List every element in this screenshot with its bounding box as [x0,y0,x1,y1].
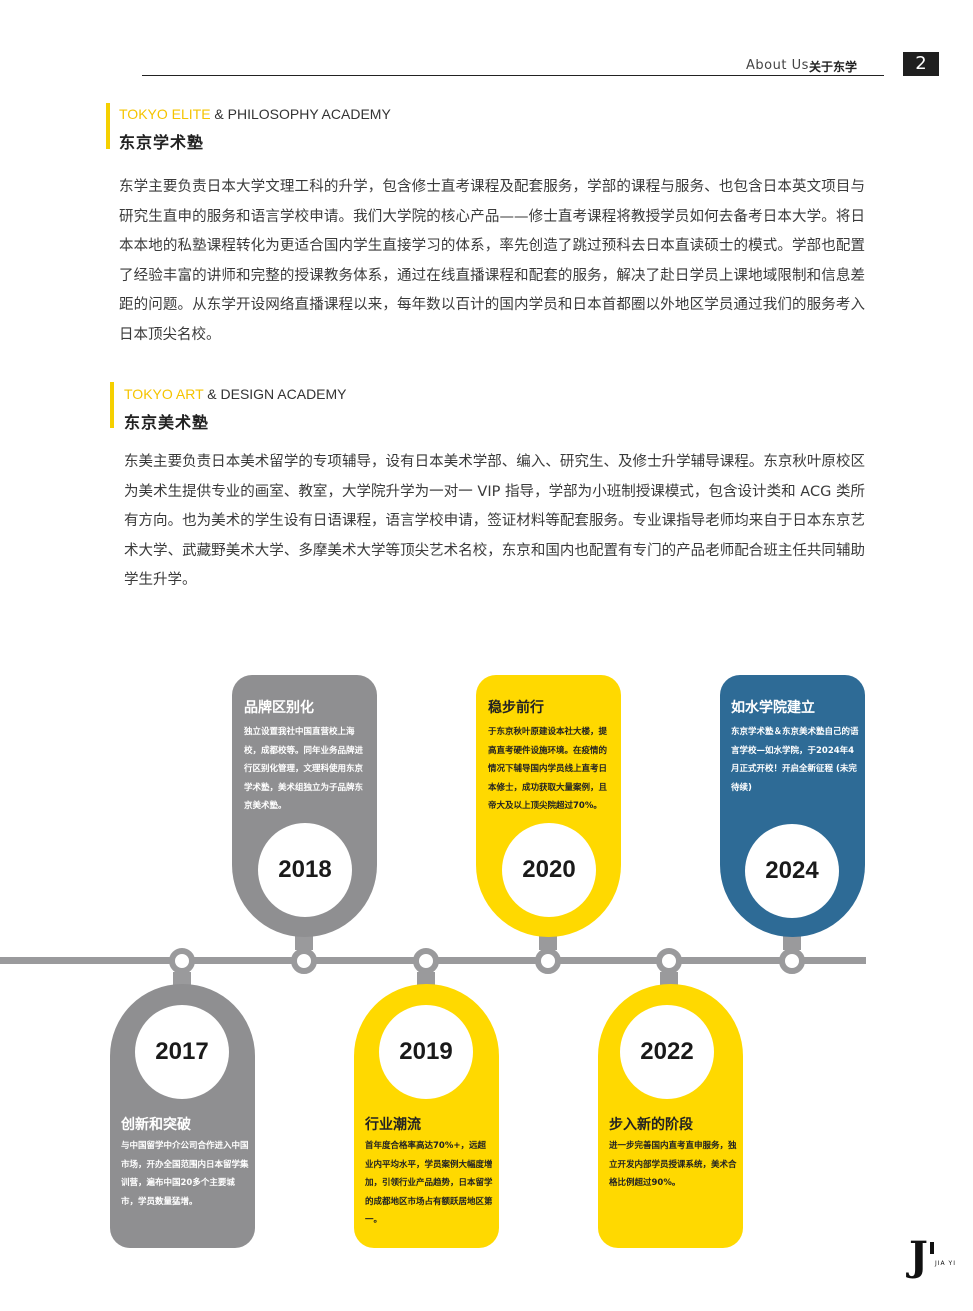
timeline-stem [539,934,557,950]
brand-logo-mark: J [909,1233,928,1280]
section-en-rest: & PHILOSOPHY ACADEMY [210,106,391,122]
milestone-card-2022: 2022 步入新的阶段 进一步完善国内直考直申服务，独立开发内部学员授课系统，美… [598,984,743,1248]
milestone-year: 2017 [135,1005,229,1099]
milestone-text: 首年度合格率高达70%+，远超业内平均水平，学员案例大幅度增加，引领行业产品趋势… [365,1141,493,1225]
timeline-node [656,948,682,974]
section-en-title: TOKYO ELITE & PHILOSOPHY ACADEMY [119,106,391,122]
page-number: 2 [903,52,939,76]
header-divider [142,75,884,76]
header-about-cn: 关于东学 [809,60,858,74]
section-cn-title: 东京学术塾 [119,133,205,152]
milestone-title: 稳步前行 [488,700,544,716]
milestone-year: 2018 [258,823,352,917]
milestone-year: 2019 [379,1005,473,1099]
timeline-stem [783,934,801,950]
section-en-accent: TOKYO ART [124,386,204,402]
section-body: 东学主要负责日本大学文理工科的升学，包含修士直考课程及配套服务，学部的课程与服务… [119,179,865,343]
milestone-text: 进一步完善国内直考直申服务，独立开发内部学员授课系统，美术合格比例超过90%。 [609,1141,737,1188]
milestone-year: 2022 [620,1005,714,1099]
milestone-card-2018: 品牌区别化 独立设置我社中国直营校上海校，成都校等。同年业务品牌进行区别化管理，… [232,675,377,937]
timeline-node [291,948,317,974]
milestone-card-2019: 2019 行业潮流 首年度合格率高达70%+，远超业内平均水平，学员案例大幅度增… [354,984,499,1248]
milestone-card-2020: 稳步前行 于东京秋叶原建设本社大楼，提高直考硬件设施环境。在疫情的情况下辅导国内… [476,675,621,937]
milestone-card-2024: 如水学院建立 东京学术塾＆东京美术塾自己的语言学校—如水学院，于2024年4月正… [720,675,865,937]
header-about-label: About Us [746,58,809,73]
milestone-title: 步入新的阶段 [609,1117,693,1133]
milestone-title: 创新和突破 [121,1117,191,1133]
milestone-text: 独立设置我社中国直营校上海校，成都校等。同年业务品牌进行区别化管理，文理科使用东… [244,727,364,811]
section-accent-bar [110,382,114,428]
timeline-stem [295,934,313,950]
milestone-year: 2020 [502,823,596,917]
timeline-node [413,948,439,974]
timeline-node [779,948,805,974]
milestone-text: 于东京秋叶原建设本社大楼，提高直考硬件设施环境。在疫情的情况下辅导国内学员线上直… [488,727,608,811]
milestone-year: 2024 [745,824,839,918]
milestone-title: 品牌区别化 [244,700,314,716]
section-body: 东美主要负责日本美术留学的专项辅导，设有日本美术学部、编入、研究生、及修士升学辅… [124,454,865,588]
milestone-card-2017: 2017 创新和突破 与中国留学中介公司合作进入中国市场，开办全国范围内日本留学… [110,984,255,1248]
milestone-text: 东京学术塾＆东京美术塾自己的语言学校—如水学院，于2024年4月正式开校！开启全… [731,727,859,793]
timeline-node [535,948,561,974]
section-en-title: TOKYO ART & DESIGN ACADEMY [124,386,347,402]
section-en-rest: & DESIGN ACADEMY [203,386,347,402]
milestone-text: 与中国留学中介公司合作进入中国市场，开办全国范围内日本留学集训营，遍布中国20多… [121,1141,249,1207]
section-en-accent: TOKYO ELITE [119,106,211,122]
brand-logo-tick [930,1242,934,1254]
section-accent-bar [106,103,110,149]
milestone-title: 行业潮流 [365,1117,421,1133]
brand-logo-text: JIA YI [935,1260,956,1267]
section-cn-title: 东京美术塾 [124,413,210,432]
milestone-title: 如水学院建立 [731,700,815,716]
timeline-node [169,948,195,974]
